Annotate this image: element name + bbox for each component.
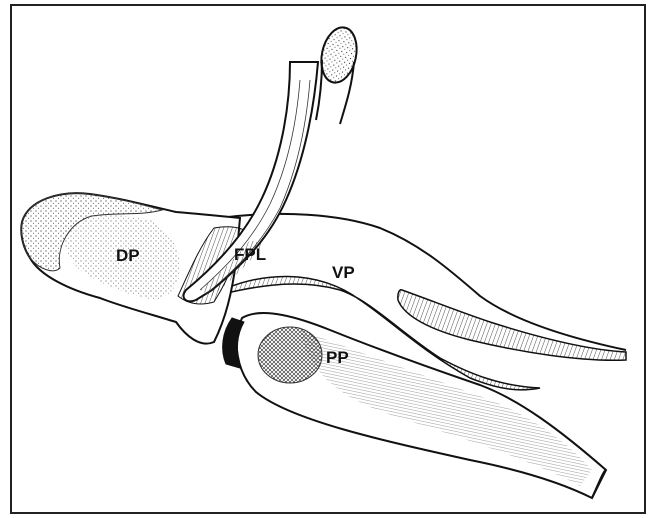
pp-cross-section xyxy=(258,327,322,383)
label-vp: VP xyxy=(332,263,355,282)
label-pp: PP xyxy=(326,348,349,367)
label-dp: DP xyxy=(116,246,140,265)
fpl-cut-end xyxy=(317,24,362,86)
label-fpl: FPL xyxy=(234,245,266,264)
